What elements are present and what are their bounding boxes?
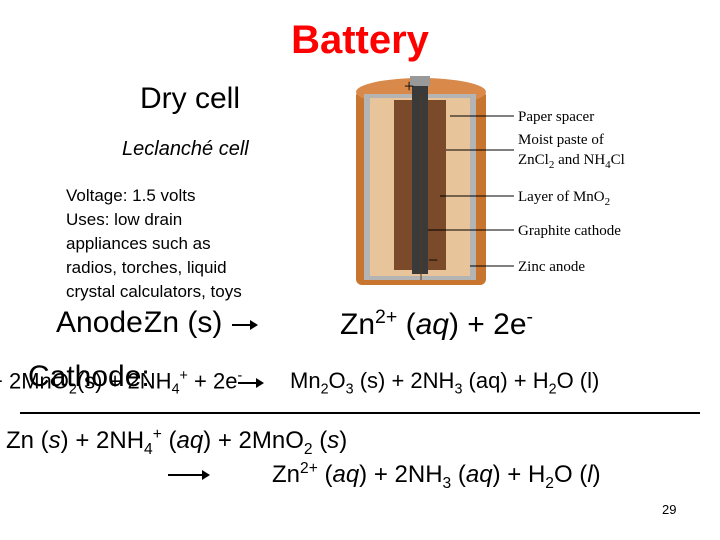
spec-line-radios: radios, torches, liquid xyxy=(66,258,227,277)
cathode-arrow-icon xyxy=(238,378,264,388)
label-graphite-cathode: Graphite cathode xyxy=(518,223,621,239)
label-moist-paste: Moist paste of xyxy=(518,132,604,148)
leclanche-cell-heading: Leclanché cell xyxy=(122,138,249,160)
terminal-plus: + xyxy=(404,76,414,96)
anode-label: Anode: xyxy=(56,306,152,339)
overall-arrow-icon xyxy=(168,470,210,480)
label-zncl2-nh4cl: ZnCl2 and NH4Cl xyxy=(518,152,625,171)
spec-line-calculators: crystal calculators, toys xyxy=(66,282,242,301)
slide-title: Battery xyxy=(291,18,429,62)
cathode-label: Cathode: xyxy=(28,360,150,393)
overall-products: Zn2+ (aq) + 2NH3 (aq) + H2O (l) xyxy=(272,460,601,492)
cathode-products: Mn2O3 (s) + 2NH3 (aq) + H2O (l) xyxy=(290,368,600,398)
overall-reactants: Zn (s) + 2NH4+ (aq) + 2MnO2 (s) xyxy=(6,426,348,458)
dry-cell-diagram: + − Paper spacer Moist paste of ZnCl2 an… xyxy=(350,70,670,290)
label-mno2: Layer of MnO2 xyxy=(518,189,610,208)
anode-arrow-icon xyxy=(232,320,258,330)
anode-product: Zn2+ (aq) + 2e- xyxy=(340,306,534,341)
terminal-minus: − xyxy=(428,250,438,270)
cathode-reactants: + 2MnO2(s) + 2NH4+ + 2e- xyxy=(0,368,243,398)
anode-reactant: Zn (s) xyxy=(144,306,223,339)
spec-line-appliances: appliances such as xyxy=(66,234,211,253)
spec-line-uses: Uses: low drain xyxy=(66,210,183,229)
label-zinc-anode: Zinc anode xyxy=(518,259,585,275)
label-paper-spacer: Paper spacer xyxy=(518,109,594,125)
page-number: 29 xyxy=(662,502,677,517)
graphite-rod-shape xyxy=(412,86,428,274)
dry-cell-heading: Dry cell xyxy=(140,82,241,115)
spec-line-voltage: Voltage: 1.5 volts xyxy=(66,186,196,205)
terminal-cap xyxy=(410,76,430,86)
equation-divider xyxy=(20,412,700,414)
